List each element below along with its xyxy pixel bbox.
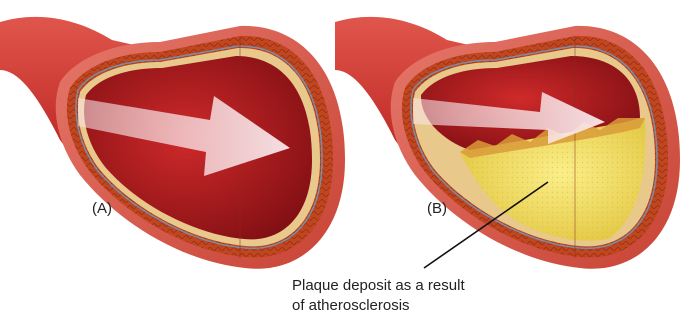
artery-plaque-illustration — [335, 17, 680, 269]
panel-label-a: (A) — [92, 200, 112, 217]
callout-line-2: of atherosclerosis — [292, 296, 552, 316]
panel-label-b: (B) — [427, 200, 447, 217]
artery-healthy-illustration — [0, 17, 345, 269]
plaque-callout: Plaque deposit as a result of atheroscle… — [292, 276, 552, 316]
callout-line-1: Plaque deposit as a result — [292, 276, 552, 296]
